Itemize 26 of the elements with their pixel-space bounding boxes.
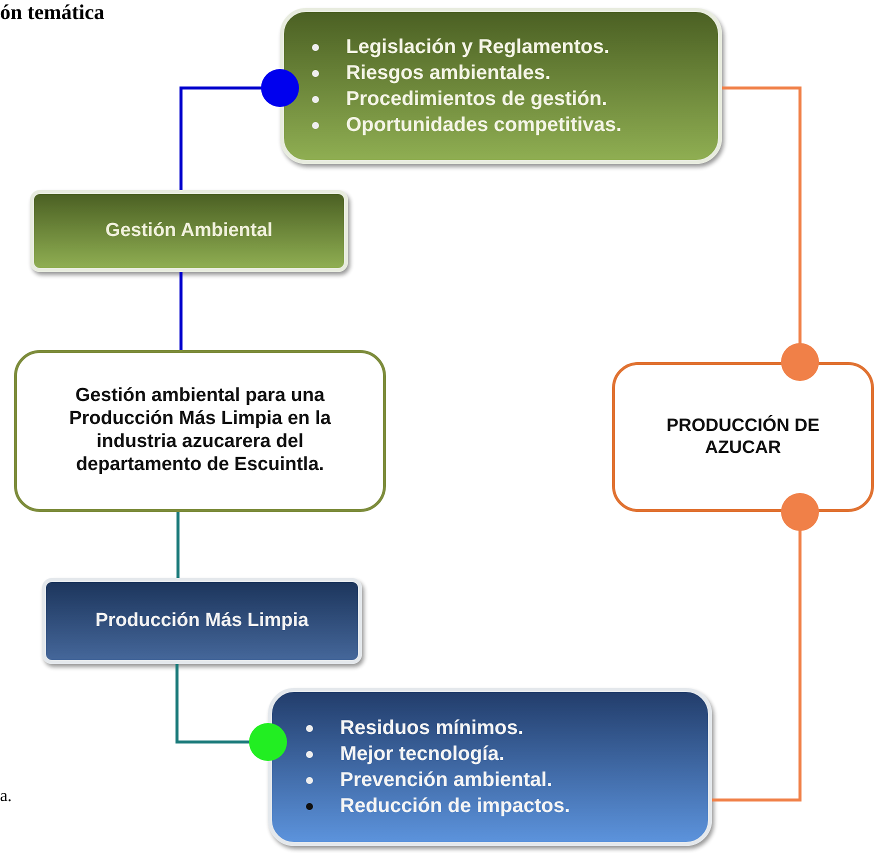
note-text: a.	[0, 786, 12, 806]
box-label: PRODUCCIÓN DE AZUCAR	[665, 415, 820, 459]
connector	[176, 512, 180, 578]
list-item: Reducción de impactos.	[302, 793, 570, 819]
connector	[722, 86, 819, 381]
connector	[712, 493, 819, 802]
list-item: Mejor tecnología.	[302, 741, 504, 767]
connector	[176, 664, 287, 761]
connector	[180, 69, 299, 190]
box-label: Producción Más Limpia	[95, 610, 309, 632]
topic-box	[42, 578, 362, 664]
list-item: Riesgos ambientales.	[308, 60, 551, 86]
list-box	[280, 8, 722, 164]
list-item: Legislación y Reglamentos.	[308, 34, 610, 60]
list-item: Prevención ambiental.	[302, 767, 552, 793]
list-item: Oportunidades competitivas.	[308, 112, 622, 138]
list-box	[268, 688, 712, 846]
list-item: Procedimientos de gestión.	[308, 86, 608, 112]
topic-box	[30, 190, 348, 272]
list-item: Residuos mínimos.	[302, 715, 524, 741]
process-box	[612, 362, 874, 512]
heading: ón temática	[0, 0, 104, 25]
theme-box	[14, 350, 386, 512]
connector	[180, 272, 182, 350]
box-label: Gestión Ambiental	[105, 220, 273, 242]
box-label: Gestión ambiental para una Producción Más Limpia en la industria azucarera del departamento de Escuintla.	[68, 385, 332, 477]
